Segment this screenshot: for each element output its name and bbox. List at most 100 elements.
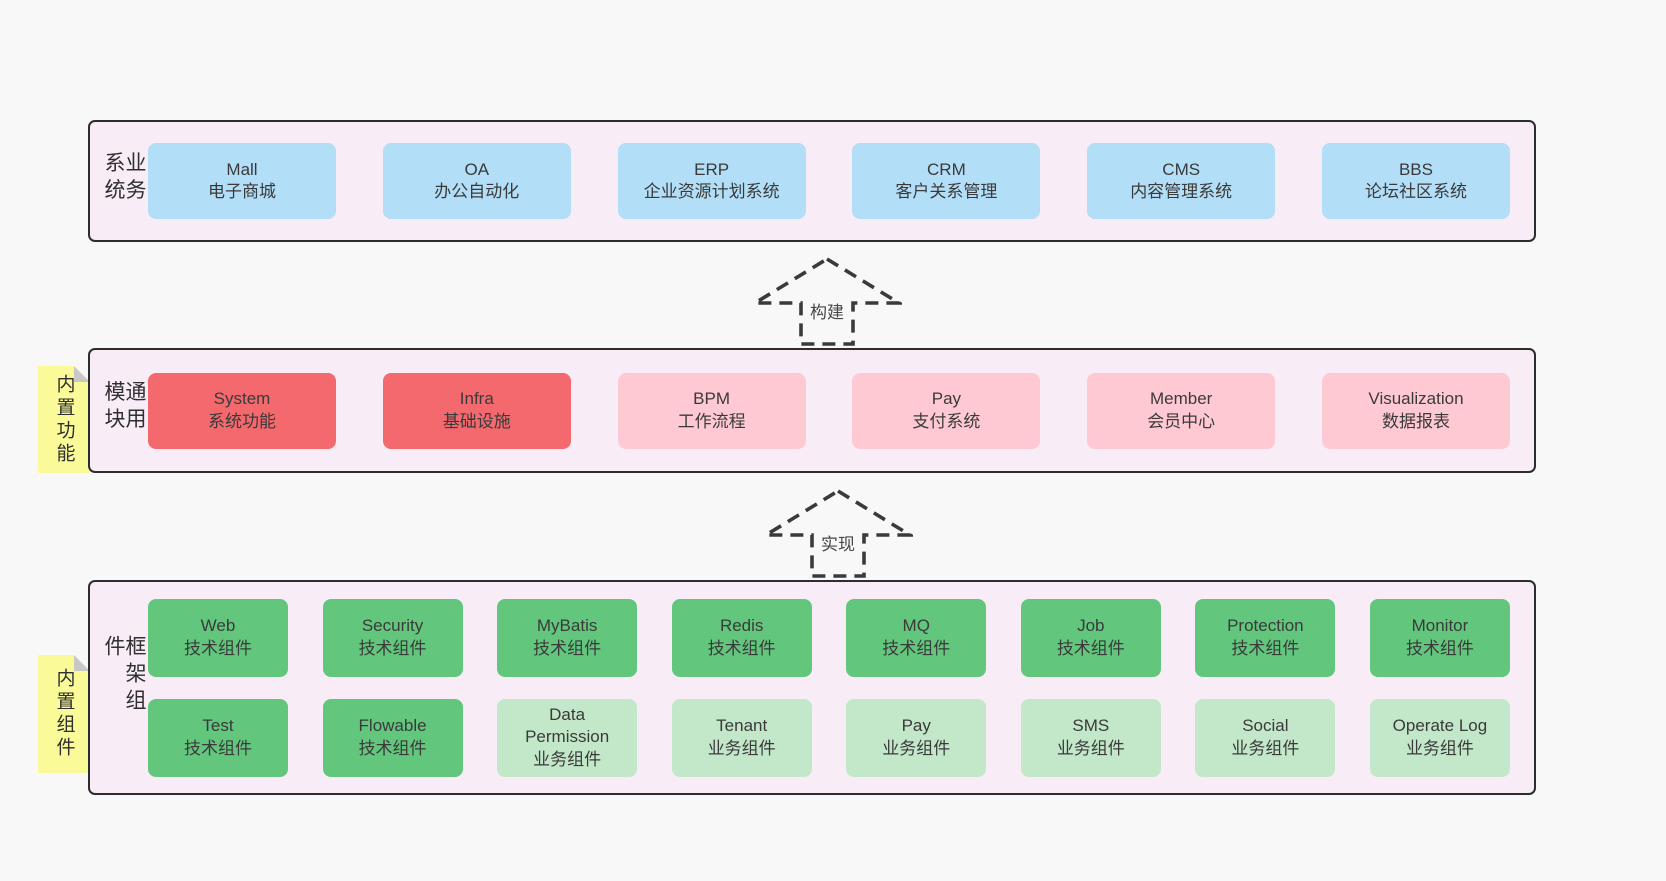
sticky-note-built-in-features: 内置功能 <box>38 366 90 473</box>
diagram-box-bbs: BBS 论坛社区系统 <box>1321 143 1510 219</box>
box-subtitle: 技术组件 <box>184 738 252 758</box>
box-subtitle: 技术组件 <box>358 738 427 758</box>
box-title: ERP <box>694 159 730 179</box>
dashed-up-arrow-icon <box>752 256 902 346</box>
box-title: OA <box>464 159 490 179</box>
box-subtitle: 技术组件 <box>707 638 776 658</box>
box-title: Member <box>1150 389 1213 409</box>
box-subtitle: 支付系统 <box>912 411 981 431</box>
box-title: CRM <box>927 159 966 179</box>
box-title: Visualization <box>1368 389 1464 409</box>
box-title: BPM <box>693 389 731 409</box>
box-title: Redis <box>719 616 764 636</box>
box-subtitle: 业务组件 <box>882 738 951 758</box>
implement-arrow: 实现 <box>763 488 913 579</box>
box-subtitle: 技术组件 <box>1231 638 1300 658</box>
box-title: MQ <box>902 616 930 636</box>
box-subtitle: 客户关系管理 <box>895 182 998 201</box>
dashed-up-arrow-icon <box>763 488 913 578</box>
box-title: BBS <box>1398 159 1433 179</box>
box-title: Operate Log <box>1392 716 1488 736</box>
sticky-note-text: 内置组件 <box>53 668 75 760</box>
box-subtitle: 业务组件 <box>707 738 776 758</box>
diagram-box-crm: CRM 客户关系管理 <box>852 143 1041 219</box>
box-title: System <box>213 389 271 409</box>
box-title: Social <box>1242 716 1289 736</box>
box-title: Protection <box>1227 616 1304 636</box>
box-subtitle: 业务组件 <box>1056 738 1125 758</box>
box-title: Flowable <box>358 716 427 736</box>
box-subtitle: 会员中心 <box>1147 411 1216 431</box>
box-title: Data Permission <box>525 704 610 747</box>
box-title: Pay <box>931 389 962 409</box>
box-title: Pay <box>901 716 931 736</box>
box-subtitle: 技术组件 <box>1405 638 1474 658</box>
box-subtitle: 基础设施 <box>442 411 511 431</box>
box-subtitle: 技术组件 <box>1056 638 1125 658</box>
box-title: MyBatis <box>536 616 598 636</box>
box-subtitle: 技术组件 <box>358 638 427 658</box>
sticky-note-built-in-components: 内置组件 <box>38 655 90 773</box>
box-title: Monitor <box>1411 616 1469 636</box>
box-subtitle: 业务组件 <box>533 749 602 769</box>
diagram-box-cms: CMS 内容管理系统 <box>1087 143 1276 219</box>
build-arrow: 构建 <box>752 256 902 347</box>
box-title: Job <box>1077 616 1105 636</box>
layer-side-label: 通用模块 <box>102 380 146 435</box>
layer-side-label: 业务系统 <box>102 151 146 206</box>
layer-side-label: 框架组件 <box>102 634 146 716</box>
box-subtitle: 技术组件 <box>184 638 252 658</box>
box-title: Security <box>361 616 424 636</box>
box-title: CMS <box>1162 159 1201 179</box>
box-subtitle: 数据报表 <box>1381 411 1450 431</box>
diagram-box-oa: OA 办公自动化 <box>382 143 571 219</box>
box-subtitle: 业务组件 <box>1405 738 1474 758</box>
box-subtitle: 论坛社区系统 <box>1364 182 1467 201</box>
box-subtitle: 技术组件 <box>533 638 602 658</box>
box-subtitle: 工作流程 <box>677 411 746 431</box>
box-subtitle: 业务组件 <box>1231 738 1300 758</box>
box-title: Test <box>202 716 234 736</box>
box-title: Web <box>200 616 236 636</box>
arrow-label: 构建 <box>808 302 846 324</box>
box-title: Tenant <box>716 716 768 736</box>
box-subtitle: 技术组件 <box>882 638 951 658</box>
box-subtitle: 内容管理系统 <box>1130 182 1233 201</box>
box-subtitle: 办公自动化 <box>434 182 520 201</box>
box-subtitle: 企业资源计划系统 <box>643 182 780 201</box>
box-title: SMS <box>1072 716 1110 736</box>
arrow-label: 实现 <box>819 534 857 556</box>
box-subtitle: 电子商城 <box>208 182 276 201</box>
box-title: Infra <box>459 389 494 409</box>
